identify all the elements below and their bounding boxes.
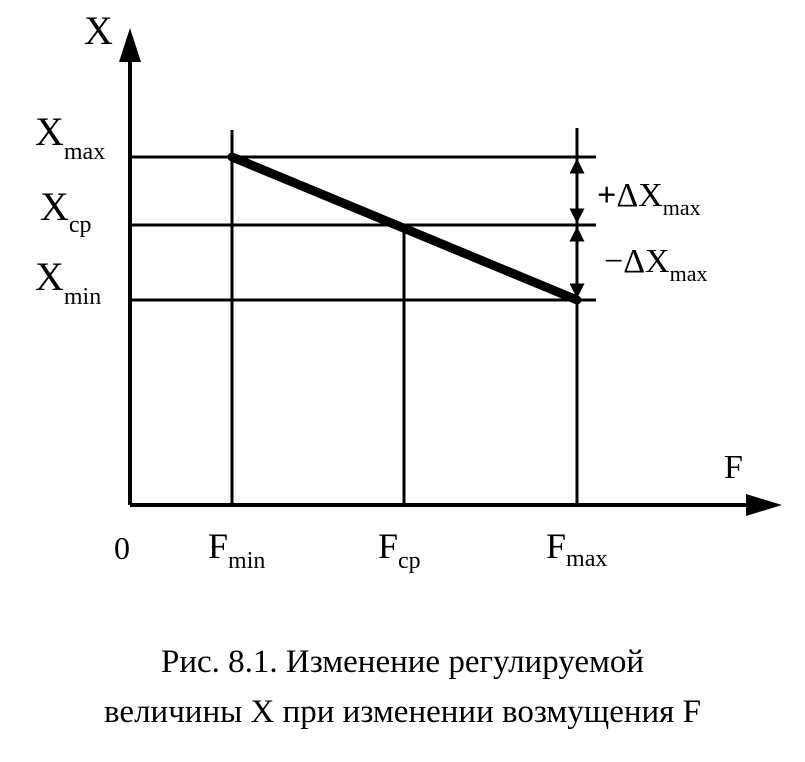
xmin-label: Xmin: [35, 254, 101, 310]
xcp-label: Xcp: [40, 184, 92, 238]
characteristic-line: [227, 152, 582, 305]
x-axis-label: F: [724, 449, 743, 486]
regulation-diagram: X F 0 Xmax Xcp Xmin Fmin Fcp Fmax +ΔXmax…: [35, 8, 782, 574]
y-axis-label: X: [84, 8, 113, 53]
fmax-label: Fmax: [546, 526, 607, 572]
plus-delta-label: +ΔXmax: [597, 177, 701, 220]
fmin-label: Fmin: [208, 526, 265, 574]
y-axis-arrowhead: [119, 28, 141, 62]
figure-caption-line-2: величины X при изменении возмущения F: [104, 694, 701, 730]
x-axis-arrowhead: [746, 494, 782, 516]
minus-delta-label: −ΔXmax: [604, 243, 708, 286]
origin-label: 0: [114, 530, 130, 566]
figure-caption-line-1: Рис. 8.1. Изменение регулируемой: [160, 644, 645, 680]
fcp-label: Fcp: [378, 526, 421, 574]
xmax-label: Xmax: [35, 109, 105, 165]
